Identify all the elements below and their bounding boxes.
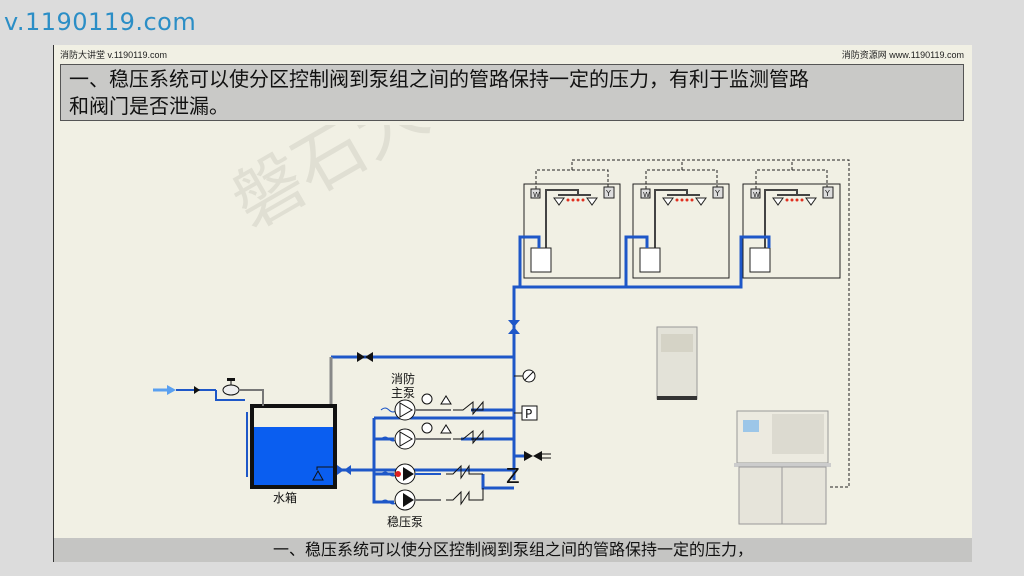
zone-1: W Y — [523, 183, 621, 279]
header-right-text: 消防资源网 www.1190119.com — [841, 50, 964, 60]
pressure-pump-label: 稳压泵 — [387, 514, 423, 529]
svg-text:Y: Y — [605, 189, 611, 198]
pressure-pump-2 — [380, 488, 484, 511]
svg-text:W: W — [533, 191, 540, 199]
pressure-switch: P — [514, 405, 538, 421]
subtitle-caption: 一、稳压系统可以使分区控制阀到泵组之间的管路保持一定的压力， — [54, 538, 972, 562]
return-valve — [357, 352, 373, 362]
site-url-watermark: v.1190119.com — [4, 8, 197, 36]
title-line-1: 一、稳压系统可以使分区控制阀到泵组之间的管路保持一定的压力，有利于监测管路 — [69, 67, 809, 91]
zone-3: W Y — [742, 183, 841, 279]
svg-text:Y: Y — [714, 189, 720, 198]
svg-text:W: W — [643, 191, 650, 199]
main-pump-label-1: 消防 — [391, 371, 415, 386]
main-pump-2 — [380, 422, 484, 450]
signal-wiring — [535, 159, 850, 488]
svg-text:Y: Y — [824, 189, 830, 198]
fire-system-diagram: 磐石大讲堂 W Y W Y — [153, 125, 850, 529]
title-line-2: 和阀门是否泄漏。 — [69, 94, 229, 118]
slide: 消防大讲堂 v.1190119.com 消防资源网 www.1190119.co… — [53, 45, 972, 562]
svg-text:W: W — [753, 191, 760, 199]
water-tank-label: 水箱 — [273, 490, 297, 505]
main-pump-label-2: 主泵 — [391, 386, 415, 400]
pressure-gauge-riser — [514, 369, 536, 383]
check-valve-symbol: Z — [506, 464, 520, 488]
water-inlet — [153, 378, 264, 406]
pressure-pump-1 — [380, 463, 483, 485]
watermark-text: 磐石大讲堂 — [219, 125, 563, 245]
water-tank — [246, 404, 351, 489]
main-pipe — [331, 235, 771, 504]
zone-2: W Y — [632, 183, 730, 279]
header-left-text: 消防大讲堂 v.1190119.com — [60, 50, 168, 60]
test-valve — [514, 451, 551, 461]
svg-text:P: P — [525, 407, 532, 421]
fire-control-console — [734, 410, 831, 525]
pump-control-cabinet — [656, 326, 698, 400]
slide-title: 一、稳压系统可以使分区控制阀到泵组之间的管路保持一定的压力，有利于监测管路 和阀… — [60, 64, 964, 121]
main-pump-1 — [380, 393, 484, 421]
zone-control-valve — [508, 320, 520, 334]
